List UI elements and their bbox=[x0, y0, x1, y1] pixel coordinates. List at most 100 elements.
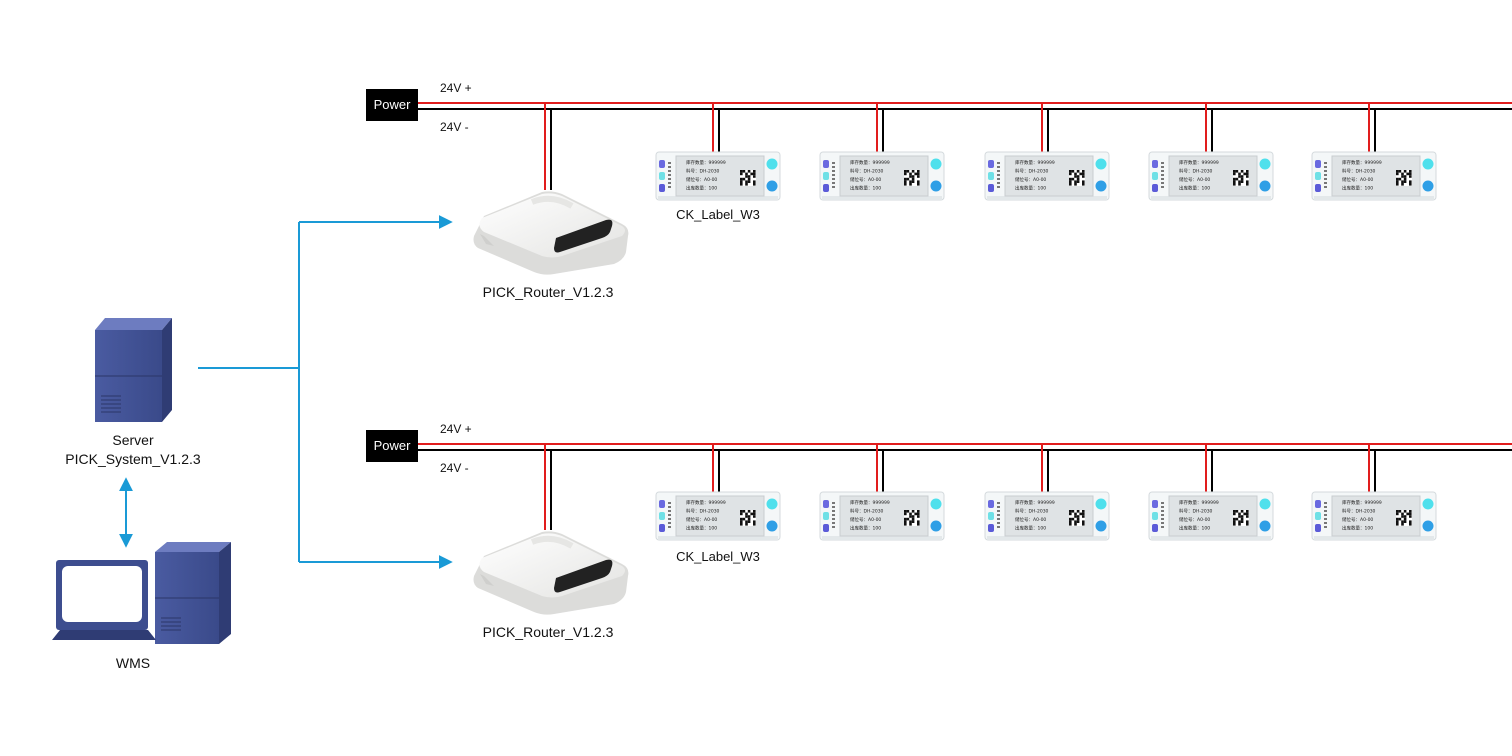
function-button[interactable] bbox=[1259, 520, 1271, 532]
router-2-label: PICK_Router_V1.2.3 bbox=[482, 624, 614, 640]
label-screen-text: 储位号：A0-00 bbox=[850, 516, 881, 523]
label-screen-text: 库存数量：999999 bbox=[850, 159, 890, 166]
label-screen-text: 储位号：A0-00 bbox=[1342, 516, 1373, 523]
indicator-light bbox=[1315, 500, 1321, 508]
router-icon bbox=[473, 191, 629, 275]
indicator-light bbox=[659, 172, 665, 180]
label-screen-text: 储位号：A0-00 bbox=[686, 176, 717, 183]
qr-code-icon bbox=[904, 170, 920, 186]
confirm-button[interactable] bbox=[1259, 498, 1271, 510]
label-screen-text: 出库数量：100 bbox=[1179, 185, 1210, 192]
label-screen-text: 库存数量：999999 bbox=[1342, 499, 1382, 506]
label-screen-text: 料号：DH-2030 bbox=[1342, 508, 1376, 515]
function-button[interactable] bbox=[1095, 520, 1107, 532]
qr-code-icon bbox=[740, 510, 756, 526]
label-screen-text: 库存数量：999999 bbox=[1179, 159, 1219, 166]
label-screen-text: 储位号：A0-00 bbox=[850, 176, 881, 183]
power-supply-2: Power bbox=[366, 430, 418, 462]
indicator-light bbox=[659, 184, 665, 192]
function-button[interactable] bbox=[766, 180, 778, 192]
label-screen-text: 料号：DH-2030 bbox=[1179, 508, 1213, 515]
indicator-light bbox=[823, 172, 829, 180]
label-1-caption: CK_Label_W3 bbox=[676, 207, 760, 222]
label-screen-text: 储位号：A0-00 bbox=[1015, 516, 1046, 523]
label-screen-text: 出库数量：100 bbox=[1015, 185, 1046, 192]
label-screen-text: 库存数量：999999 bbox=[1179, 499, 1219, 506]
indicator-light bbox=[1152, 160, 1158, 168]
bus-1-positive-label: 24V + bbox=[440, 81, 472, 95]
indicator-light bbox=[1152, 500, 1158, 508]
qr-code-icon bbox=[1396, 170, 1412, 186]
indicator-light bbox=[988, 160, 994, 168]
function-button[interactable] bbox=[1095, 180, 1107, 192]
confirm-button[interactable] bbox=[1095, 498, 1107, 510]
function-button[interactable] bbox=[1259, 180, 1271, 192]
label-screen-text: 库存数量：999999 bbox=[1015, 159, 1055, 166]
label-screen-text: 料号：DH-2030 bbox=[1015, 508, 1049, 515]
label-2-caption: CK_Label_W3 bbox=[676, 549, 760, 564]
confirm-button[interactable] bbox=[930, 498, 942, 510]
function-button[interactable] bbox=[1422, 520, 1434, 532]
label-screen-text: 出库数量：100 bbox=[686, 185, 717, 192]
confirm-button[interactable] bbox=[1259, 158, 1271, 170]
label-screen-text: 出库数量：100 bbox=[1015, 525, 1046, 532]
indicator-light bbox=[1315, 512, 1321, 520]
confirm-button[interactable] bbox=[1422, 498, 1434, 510]
confirm-button[interactable] bbox=[1422, 158, 1434, 170]
indicator-light bbox=[988, 172, 994, 180]
indicator-light bbox=[1152, 172, 1158, 180]
label-screen-text: 出库数量：100 bbox=[1342, 525, 1373, 532]
label-screen-text: 出库数量：100 bbox=[850, 525, 881, 532]
indicator-light bbox=[823, 500, 829, 508]
network-links bbox=[119, 215, 453, 569]
label-screen-text: 储位号：A0-00 bbox=[1015, 176, 1046, 183]
confirm-button[interactable] bbox=[766, 158, 778, 170]
qr-code-icon bbox=[1396, 510, 1412, 526]
confirm-button[interactable] bbox=[930, 158, 942, 170]
indicator-light bbox=[1152, 512, 1158, 520]
bus-2-negative-label: 24V - bbox=[440, 461, 469, 475]
qr-code-icon bbox=[1069, 170, 1085, 186]
indicator-light bbox=[1152, 524, 1158, 532]
indicator-light bbox=[823, 524, 829, 532]
qr-code-icon bbox=[1233, 170, 1249, 186]
indicator-light bbox=[988, 184, 994, 192]
indicator-light bbox=[823, 160, 829, 168]
router-1-label: PICK_Router_V1.2.3 bbox=[482, 284, 614, 300]
wms-computer-icon bbox=[52, 542, 231, 644]
router-icon bbox=[473, 531, 629, 615]
indicator-light bbox=[988, 524, 994, 532]
server-system-label: PICK_System_V1.2.3 bbox=[65, 451, 201, 467]
function-button[interactable] bbox=[1422, 180, 1434, 192]
label-screen-text: 储位号：A0-00 bbox=[686, 516, 717, 523]
label-screen-text: 库存数量：999999 bbox=[686, 499, 726, 506]
confirm-button[interactable] bbox=[766, 498, 778, 510]
confirm-button[interactable] bbox=[1095, 158, 1107, 170]
power-supply-1: Power bbox=[366, 89, 418, 121]
qr-code-icon bbox=[1069, 510, 1085, 526]
function-button[interactable] bbox=[930, 180, 942, 192]
function-button[interactable] bbox=[930, 520, 942, 532]
label-screen-text: 储位号：A0-00 bbox=[1342, 176, 1373, 183]
label-screen-text: 库存数量：999999 bbox=[1342, 159, 1382, 166]
function-button[interactable] bbox=[766, 520, 778, 532]
label-screen-text: 料号：DH-2030 bbox=[1342, 168, 1376, 175]
label-screen-text: 料号：DH-2030 bbox=[850, 168, 884, 175]
indicator-light bbox=[659, 524, 665, 532]
label-screen-text: 库存数量：999999 bbox=[850, 499, 890, 506]
bus-2-positive-label: 24V + bbox=[440, 422, 472, 436]
indicator-light bbox=[823, 512, 829, 520]
label-screen-text: 出库数量：100 bbox=[1342, 185, 1373, 192]
qr-code-icon bbox=[1233, 510, 1249, 526]
bus-1-wires bbox=[418, 102, 1512, 190]
wms-label: WMS bbox=[115, 655, 151, 671]
